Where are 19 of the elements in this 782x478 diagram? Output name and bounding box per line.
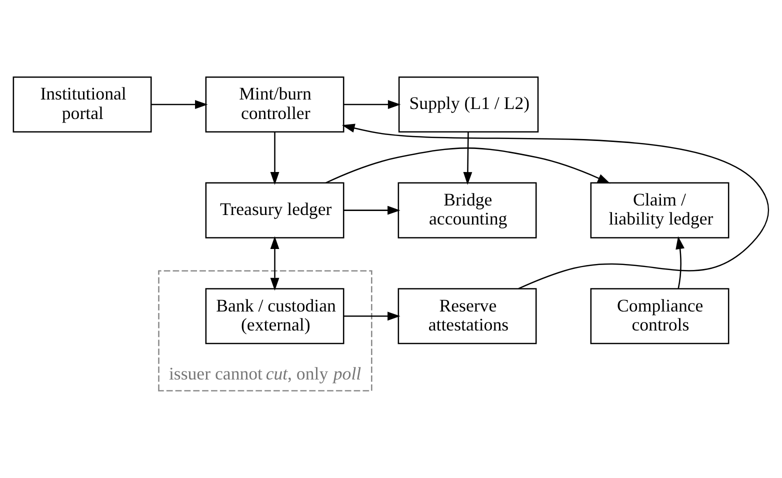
- arrow: [270, 132, 280, 185]
- node-box: Treasury ledger: [205, 182, 344, 238]
- node-box: Compliance controls: [590, 288, 730, 344]
- node-box: Bridge accounting: [398, 182, 537, 238]
- node-box: Reserve attestations: [398, 288, 537, 344]
- arrow: [342, 124, 770, 290]
- arrow: [326, 147, 610, 184]
- node-box: Institutional portal: [12, 76, 152, 133]
- arrow: [344, 206, 400, 215]
- node-box: Mint/burn controller: [205, 76, 344, 133]
- arrow: [270, 236, 280, 291]
- arrow: [344, 100, 401, 109]
- node-box: Claim / liability ledger: [590, 182, 730, 238]
- node-box: Bank / custodian (external): [205, 288, 344, 344]
- arrow: [151, 100, 208, 109]
- arrow: [676, 236, 684, 289]
- node-box: Supply (L1 / L2): [398, 76, 539, 133]
- arrow: [344, 312, 400, 321]
- arrow: [463, 132, 472, 185]
